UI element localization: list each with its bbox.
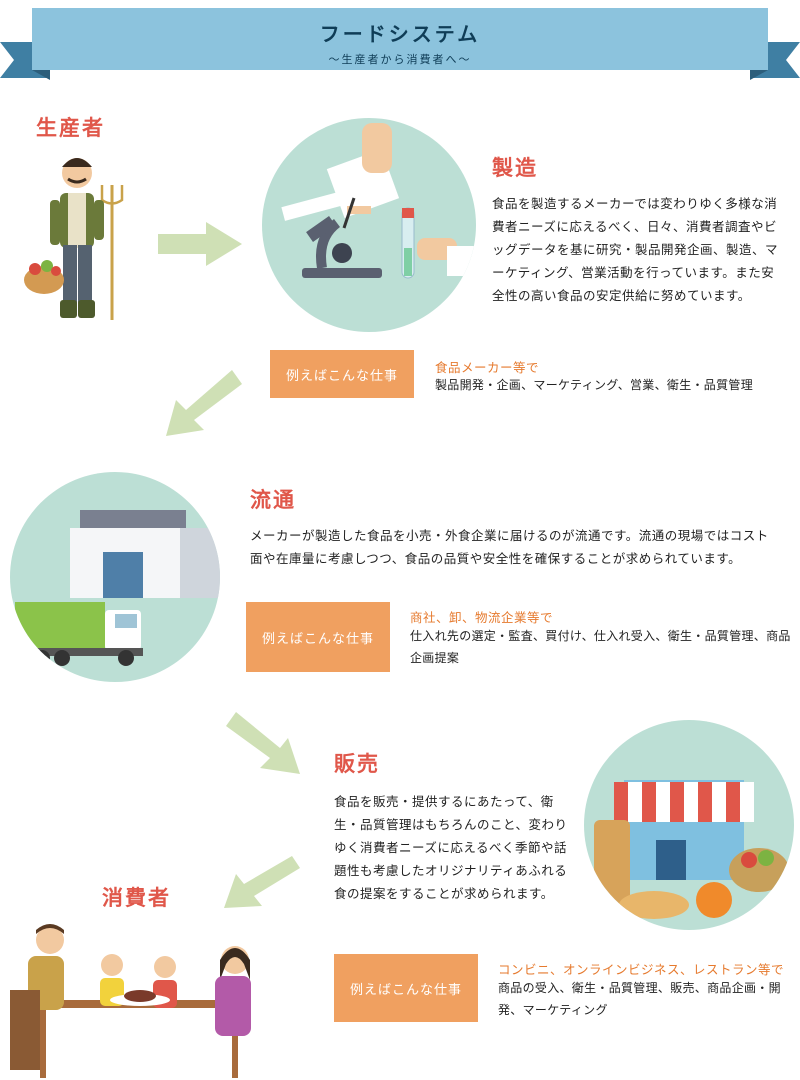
retail-example-body: 商品の受入、衛生・品質管理、販売、商品企画・開発、マーケティング (498, 981, 781, 1017)
manufacturing-example-label: 例えばこんな仕事 (270, 350, 414, 398)
retail-illustration (584, 720, 794, 930)
microscope-icon (281, 123, 476, 279)
banner-fold-right (750, 70, 768, 80)
distribution-example-body: 仕入れ先の選定・監査、買付け、仕入れ受入、衛生・品質管理、商品企画提案 (410, 629, 791, 665)
retail-example-label: 例えばこんな仕事 (334, 954, 478, 1022)
distribution-example-label: 例えばこんな仕事 (246, 602, 390, 672)
manufacturing-heading: 製造 (492, 156, 538, 180)
manufacturing-description: 食品を製造するメーカーでは変わりゆく多様な消費者ニーズに応えるべく、日々、消費者… (492, 196, 779, 303)
distribution-illustration (10, 472, 220, 682)
page-title: フードシステム (319, 22, 481, 46)
distribution-heading: 流通 (250, 488, 296, 512)
distribution-description: メーカーが製造した食品を小売・外食企業に届けるのが流通です。流通の現場ではコスト… (250, 528, 769, 566)
manufacturing-example-body: 製品開発・企画、マーケティング、営業、衛生・品質管理 (435, 378, 754, 392)
arrow-down-left-1 (166, 370, 242, 436)
manufacturing-example-title: 食品メーカー等で (435, 360, 540, 375)
banner-fold-left (32, 70, 50, 80)
shop-icon (594, 780, 789, 919)
arrow-down-right (226, 712, 300, 774)
retail-heading: 販売 (334, 752, 380, 776)
retail-example-title: コンビニ、オンラインビジネス、レストラン等で (498, 962, 785, 977)
title-banner: フードシステム 〜生産者から消費者へ〜 (32, 8, 768, 70)
distribution-example-title: 商社、卸、物流企業等で (410, 610, 554, 625)
family-dining-illustration (10, 924, 251, 1078)
producer-heading: 生産者 (36, 116, 105, 140)
arrow-down-left-2 (224, 856, 300, 908)
retail-description: 食品を販売・提供するにあたって、衛生・品質管理はもちろんのこと、変わりゆく消費者… (334, 794, 568, 901)
manufacturing-illustration (262, 118, 476, 332)
farmer-illustration (24, 158, 124, 320)
warehouse-truck-icon (15, 510, 220, 666)
arrow-right (158, 222, 242, 266)
page-subtitle: 〜生産者から消費者へ〜 (328, 53, 472, 66)
consumer-heading: 消費者 (102, 886, 171, 910)
